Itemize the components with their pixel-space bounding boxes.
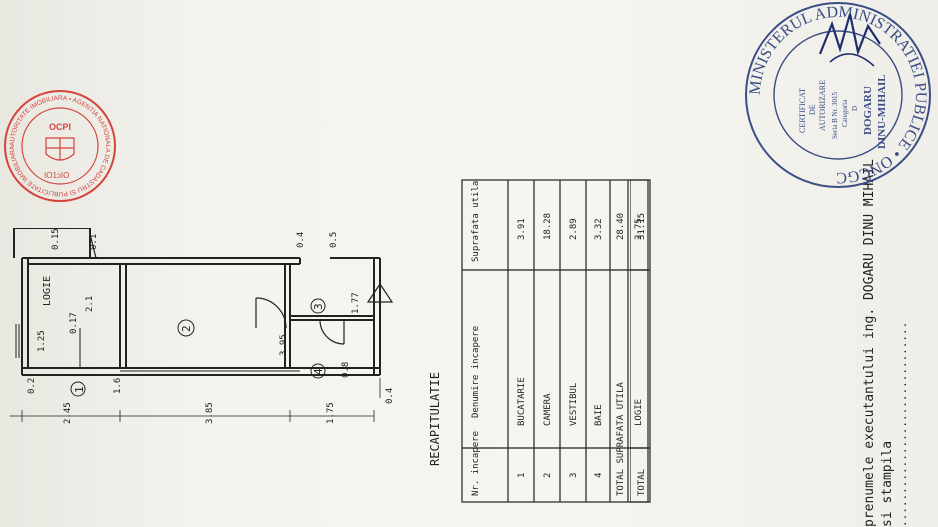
room-number-2: 2 <box>180 325 193 332</box>
header-nr: Nr. incapere <box>471 431 481 496</box>
dim-0-1: 0.1 <box>89 234 99 250</box>
seal-line-2: DE <box>808 104 817 115</box>
room-number-1: 1 <box>73 386 86 393</box>
dim-3-85: 3.85 <box>205 402 215 424</box>
dim-0-17: 0.17 <box>69 312 79 334</box>
dim-1-6: 1.6 <box>113 378 123 394</box>
logie-value: 2.75 <box>634 218 644 240</box>
row-nr-3: 3 <box>569 473 579 478</box>
row-area-2: 18.28 <box>543 213 553 240</box>
seal-line-1: CERTIFICAT <box>798 88 807 133</box>
dim-1-25: 1.25 <box>37 330 47 352</box>
red-cadastre-stamp: AUTORITATE IMOBILIARA • AGENTIA NATIONAL… <box>0 86 116 202</box>
signature-line-2: si stampila <box>880 440 895 527</box>
row-area-3: 2.89 <box>569 218 579 240</box>
seal-name-1: DOGARU <box>862 86 874 135</box>
dim-0-5: 0.5 <box>329 232 339 248</box>
row-name-2: CAMERA <box>543 393 553 426</box>
dim-1-75: 1.75 <box>326 402 336 424</box>
row-nr-1: 1 <box>517 473 527 478</box>
dim-2-45: 2.45 <box>63 402 73 424</box>
seal-line-4: Seria B Nr. 3015 <box>831 91 839 139</box>
recap-title: RECAPITULATIE <box>428 372 442 466</box>
seal-line-5: Categoria <box>841 99 849 127</box>
dim-0-8: 0.8 <box>341 362 351 378</box>
dim-2-1: 2.1 <box>85 296 95 312</box>
row-nr-2: 2 <box>543 473 553 478</box>
seal-name-2: DINU-MIHAIL <box>876 74 888 149</box>
room-number-4: 4 <box>312 368 325 375</box>
dim-0-2: 0.2 <box>27 378 37 394</box>
seal-line-6: D <box>851 106 859 111</box>
recap-table: Nr. incapere Denumire incapere Suprafata… <box>461 178 649 503</box>
total-utila-label: TOTAL SUPRAFATA UTILA <box>616 382 626 496</box>
row-name-4: BAIE <box>594 404 604 426</box>
room-number-3: 3 <box>312 303 325 310</box>
dim-0-4a: 0.4 <box>296 232 306 248</box>
red-stamp-code: IO1ɔIO <box>44 171 69 180</box>
blue-authorization-seal: MINISTERUL ADMINISTRATIEI PUBLICE • ONCG… <box>745 2 931 188</box>
signature-dots: ............................... <box>896 321 909 527</box>
total-label: TOTAL <box>637 469 647 496</box>
seal-line-3: AUTORIZARE <box>818 80 827 131</box>
row-nr-4: 4 <box>594 473 604 478</box>
coat-of-arms-icon <box>45 137 75 161</box>
row-name-1: BUCATARIE <box>517 377 527 426</box>
dim-3-95: 3.95 <box>279 334 289 356</box>
row-area-1: 3.91 <box>517 218 527 240</box>
dim-0-4b: 0.4 <box>385 388 395 404</box>
dim-1-77: 1.77 <box>351 292 361 314</box>
total-value: 31.15 <box>637 213 647 240</box>
signature-line-1: prenumele executantului ing. DOGARU DINU… <box>862 159 877 527</box>
logie-label: LOGIE <box>634 399 644 426</box>
row-name-3: VESTIBUL <box>569 383 579 426</box>
floor-plan: 1 2 3 4 LOGIE 0.1 0.15 2.1 0.17 1.25 0.2… <box>10 228 395 424</box>
header-name: Denumire incapere <box>471 326 481 418</box>
red-stamp-center: OCPI <box>49 122 71 132</box>
total-utila-value: 28.40 <box>616 213 626 240</box>
handwritten-signature <box>818 13 881 67</box>
row-area-4: 3.32 <box>594 218 604 240</box>
room-label-logie: LOGIE <box>42 276 53 306</box>
dim-0-15: 0.15 <box>51 228 61 250</box>
recap-total-row: TOTAL 31.15 <box>630 179 651 503</box>
header-area: Suprafata utila [mp] <box>471 178 481 262</box>
